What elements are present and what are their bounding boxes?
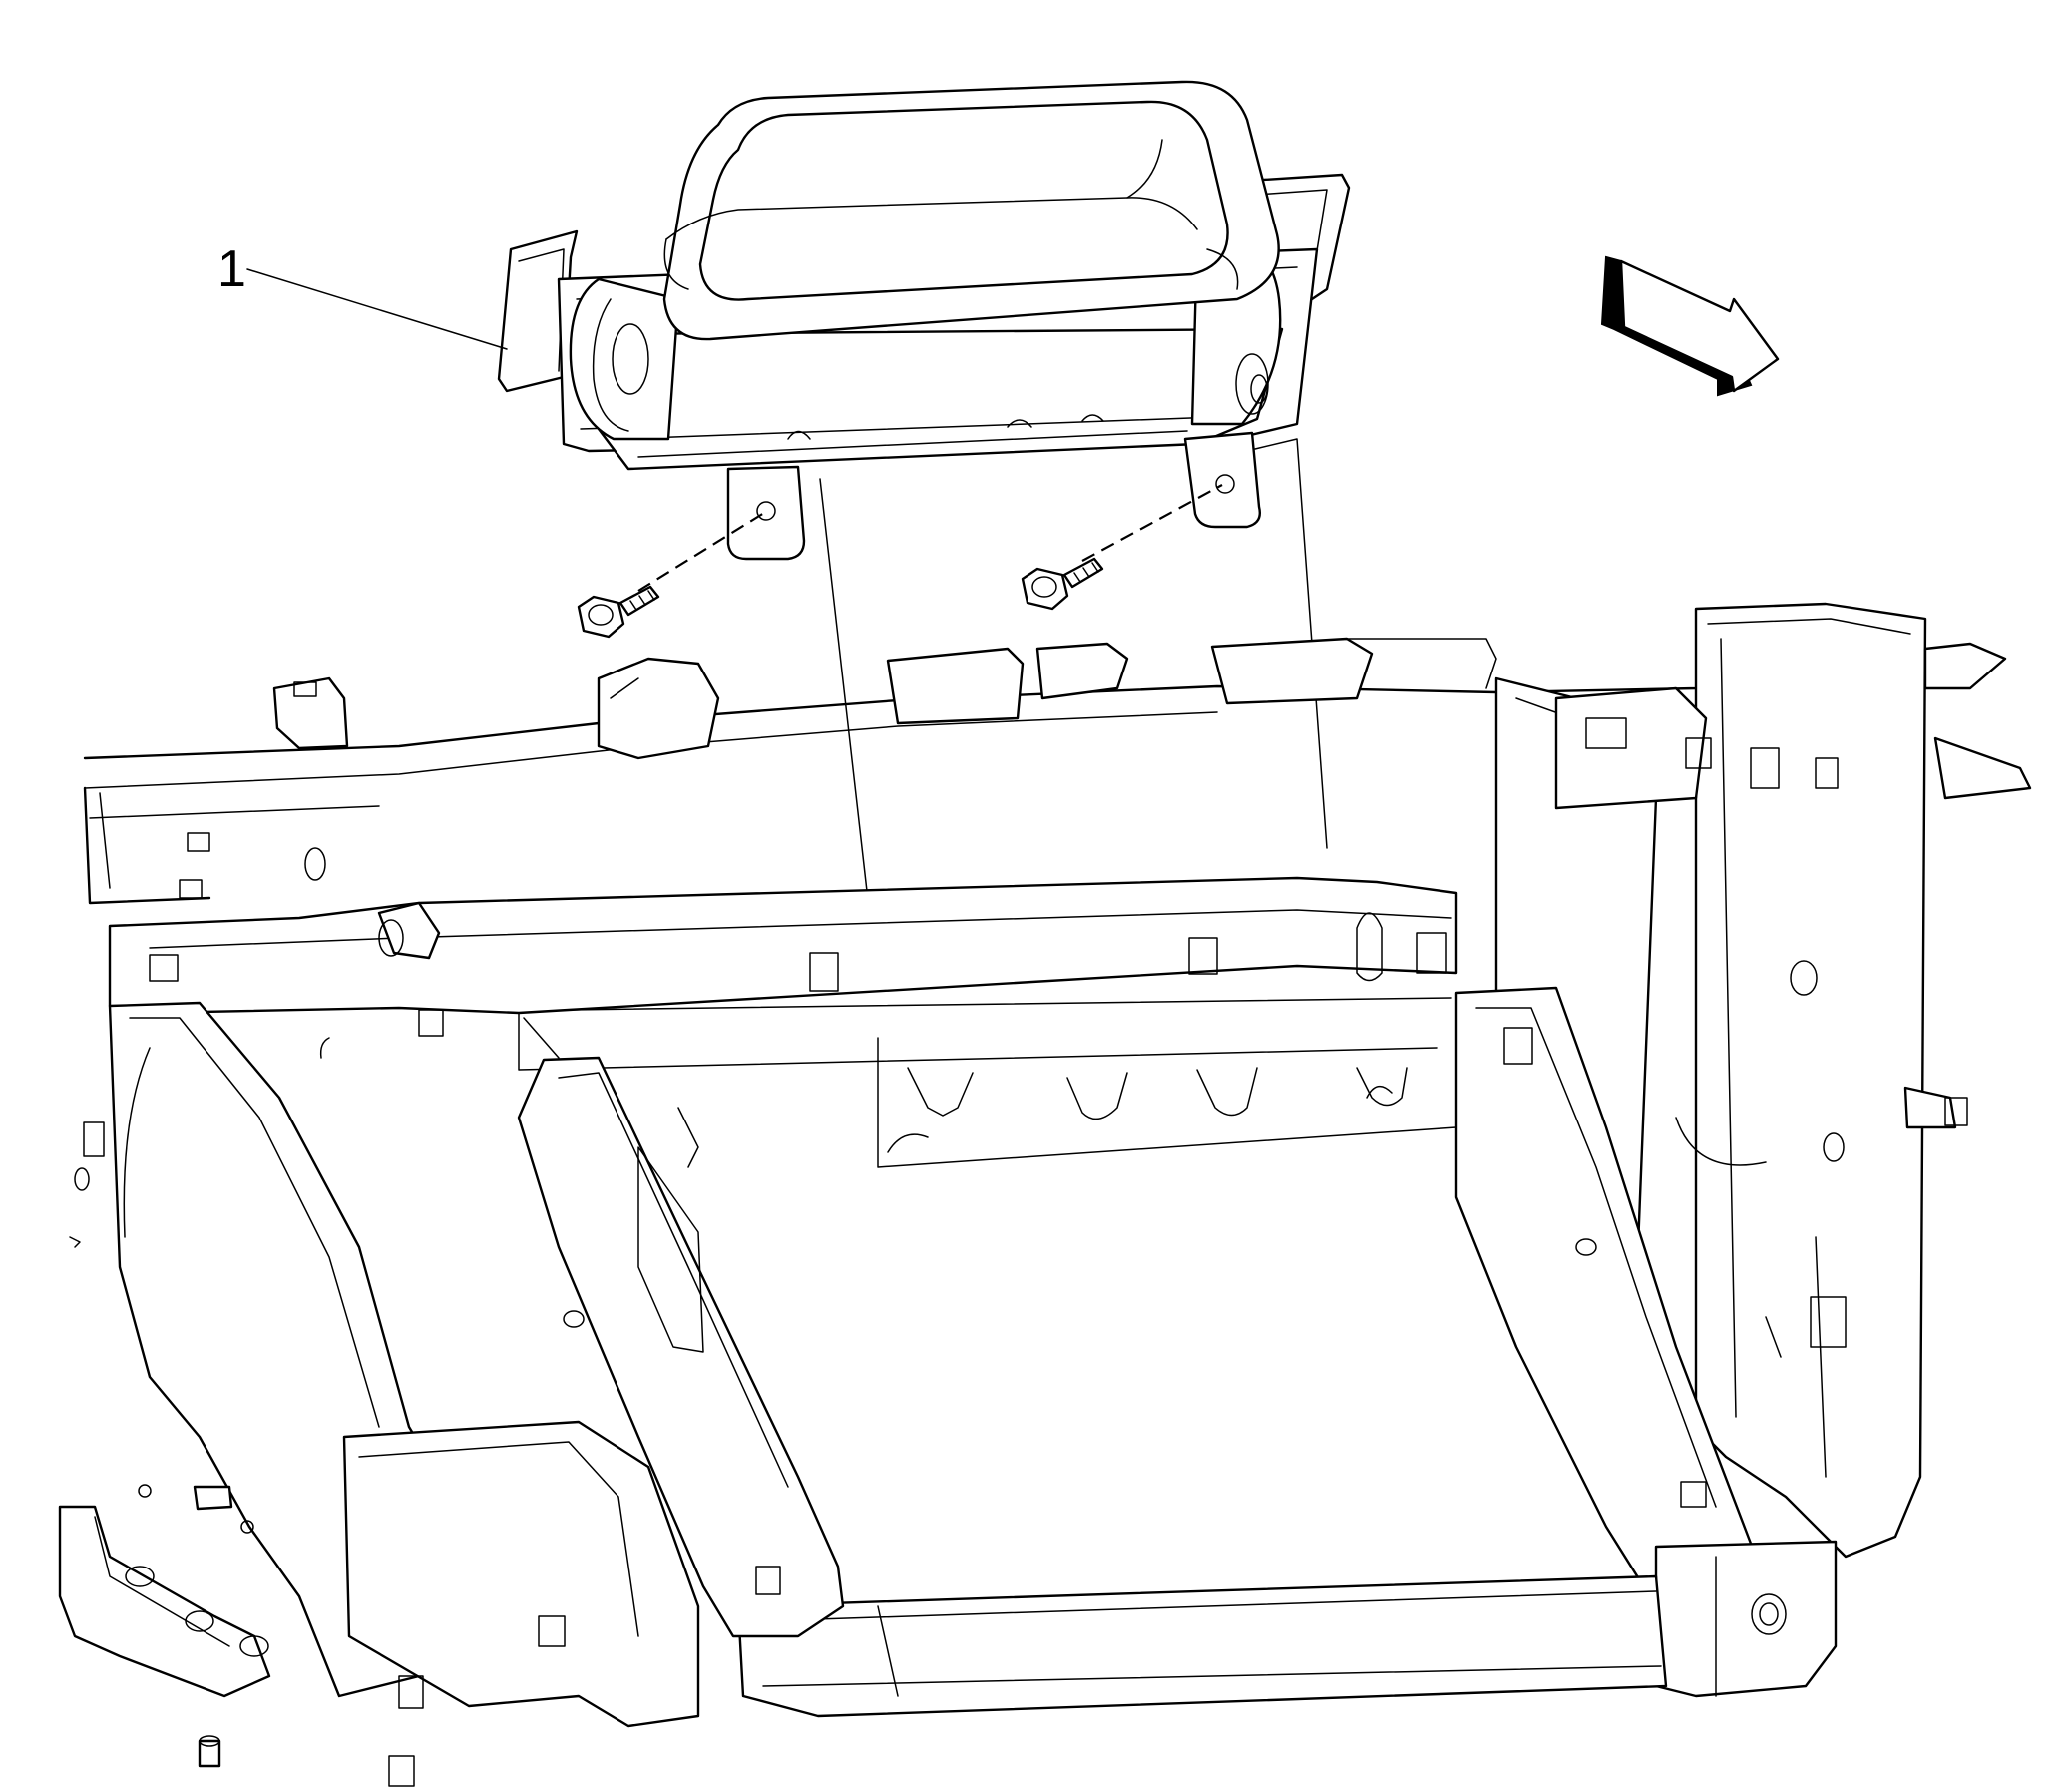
alignment-lines <box>820 439 1327 900</box>
callout-1: 1 <box>217 240 507 349</box>
right-bolt-icon <box>1023 485 1222 609</box>
left-bolt-icon <box>579 513 764 637</box>
instrument-panel-frame <box>60 604 2030 1786</box>
front-direction-arrow-icon <box>1602 257 1778 395</box>
callout-number: 1 <box>217 240 246 298</box>
module-component <box>499 82 1349 559</box>
